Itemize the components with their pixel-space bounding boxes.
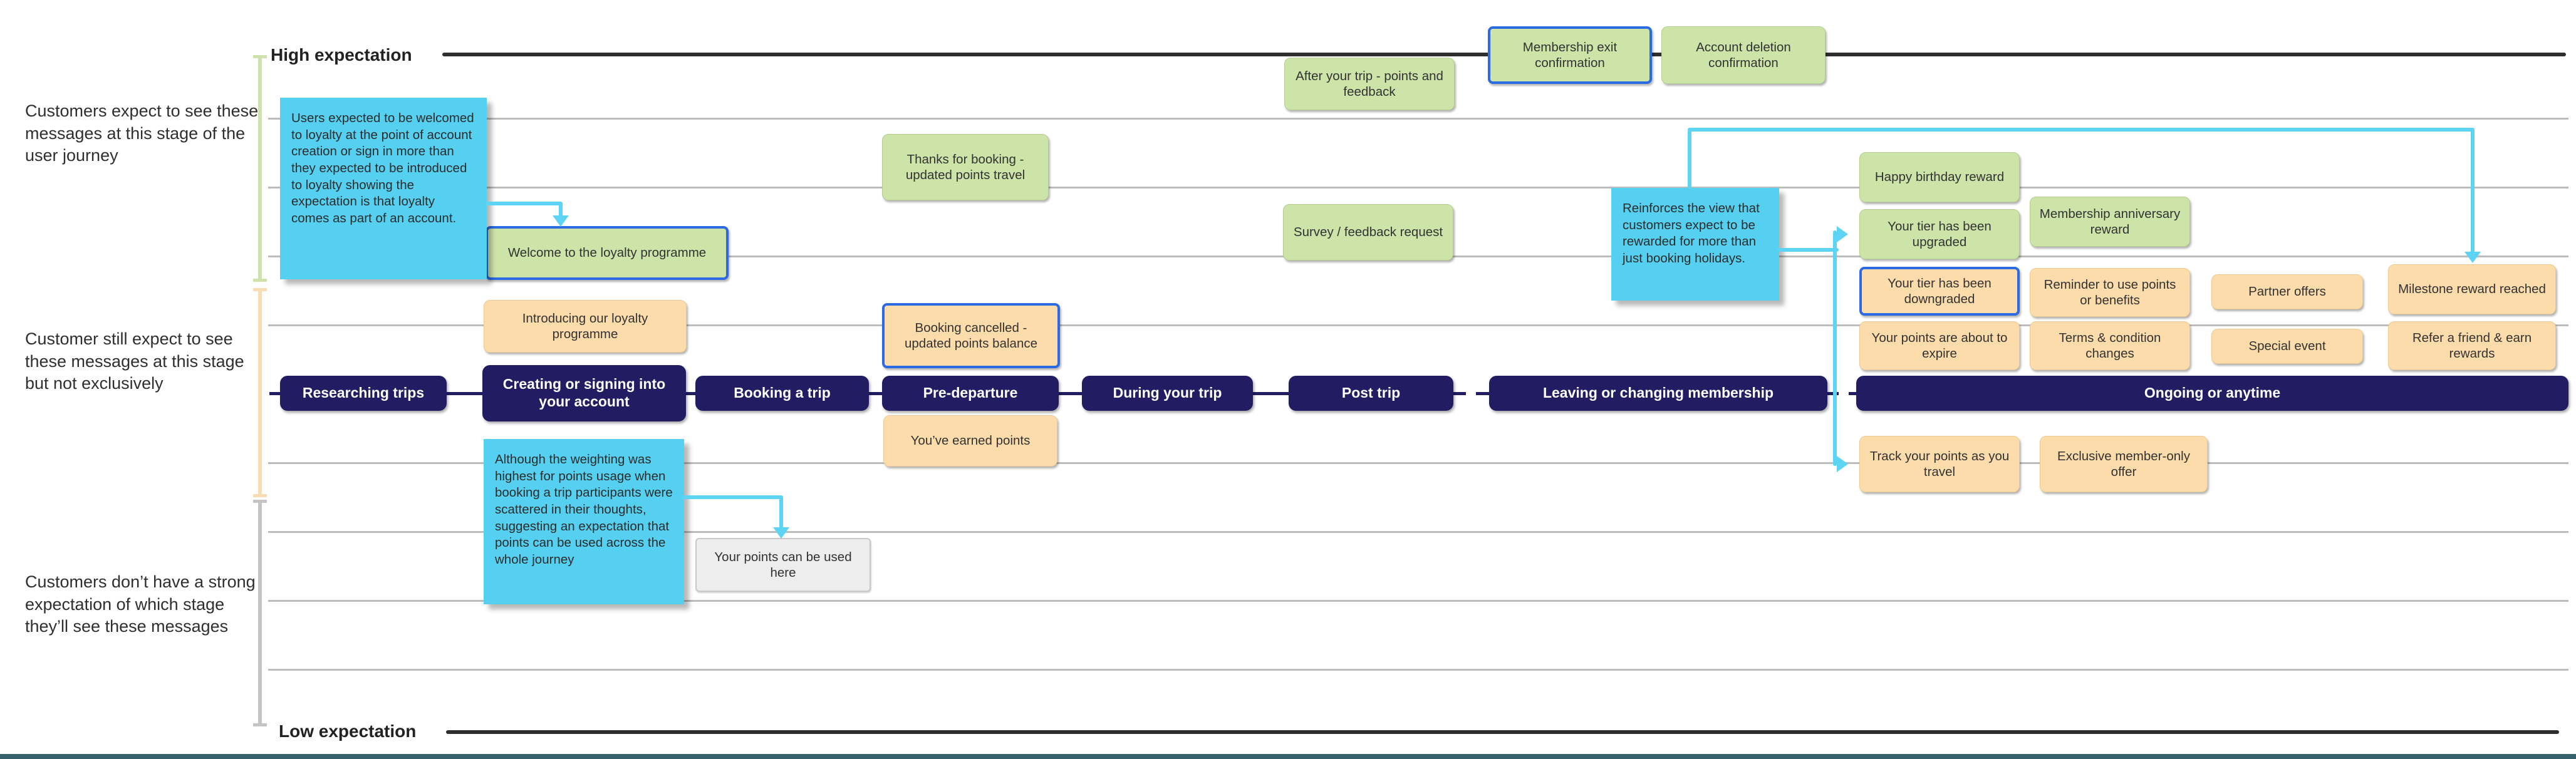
card-happy-birthday-reward: Happy birthday reward: [1859, 152, 2020, 202]
note-rewarded-expectation: Reinforces the view that customers expec…: [1611, 188, 1779, 301]
card-account-deletion-confirmation: Account deletion confirmation: [1661, 26, 1826, 84]
stage-during-trip: During your trip: [1082, 376, 1253, 411]
connector-note1: [559, 202, 563, 218]
card-tier-downgraded: Your tier has been downgraded: [1859, 267, 2020, 316]
connector-note3: [779, 495, 783, 530]
stage-creating-account: Creating or signing into your account: [482, 365, 686, 421]
connector-note2-milestone: [1688, 130, 1691, 189]
band2-description: Customer still expect to see these messa…: [25, 329, 244, 393]
connector-note1-arrowhead: [553, 215, 569, 227]
connector-note3: [682, 495, 783, 499]
card-exclusive-member-offer: Exclusive member-only offer: [2040, 436, 2208, 492]
band3-bracket: [258, 501, 262, 725]
card-track-your-points: Track your points as you travel: [1859, 436, 2020, 492]
stage-leaving-membership: Leaving or changing membership: [1489, 376, 1827, 411]
band2-bracket: [258, 289, 262, 496]
stage-ongoing-anytime: Ongoing or anytime: [1856, 376, 2568, 411]
card-terms-condition-changes: Terms & condition changes: [2030, 321, 2190, 370]
connector-note2-milestone: [1688, 128, 2475, 132]
note-points-usage: Although the weighting was highest for p…: [484, 439, 684, 604]
card-booking-cancelled: Booking cancelled - updated points balan…: [882, 303, 1060, 368]
high-expectation-label: High expectation: [271, 45, 412, 65]
stage-pre-departure: Pre-departure: [882, 376, 1059, 411]
card-after-your-trip: After your trip - points and feedback: [1284, 58, 1455, 110]
card-thanks-for-booking: Thanks for booking - updated points trav…: [882, 134, 1049, 200]
gridline: [268, 669, 2568, 671]
card-milestone-reward-reached: Milestone reward reached: [2388, 264, 2556, 314]
card-reminder-use-points: Reminder to use points or benefits: [2030, 268, 2190, 317]
card-youve-earned-points: You’ve earned points: [883, 415, 1057, 467]
connector-note2-branch: [1778, 248, 1839, 252]
gridline: [268, 118, 2568, 120]
band2-bracket-cap-bottom: [253, 494, 267, 497]
card-points-can-be-used-here: Your points can be used here: [695, 538, 871, 592]
card-special-event: Special event: [2211, 329, 2363, 364]
connector-note1: [486, 202, 563, 205]
card-refer-a-friend: Refer a friend & earn rewards: [2388, 321, 2556, 370]
connector-note3-arrowhead: [773, 527, 789, 539]
band1-bracket-cap-top: [253, 55, 267, 58]
card-introducing-loyalty-programme: Introducing our loyalty programme: [484, 300, 687, 353]
card-survey-feedback-request: Survey / feedback request: [1283, 204, 1453, 261]
connector-note2-tier-arrowhead: [1837, 226, 1848, 242]
gridline: [268, 462, 2568, 464]
gridline: [268, 324, 2568, 326]
connector-note2-track-arrowhead: [1837, 456, 1848, 472]
card-partner-offers: Partner offers: [2211, 274, 2363, 309]
card-tier-upgraded: Your tier has been upgraded: [1859, 209, 2020, 259]
timeline-line-dashed: [1825, 392, 1859, 395]
band3-bracket-cap-bottom: [253, 723, 267, 726]
note-welcome-expectation: Users expected to be welcomed to loyalty…: [280, 98, 487, 279]
stage-post-trip: Post trip: [1289, 376, 1453, 411]
band1-bracket: [258, 56, 262, 281]
band1-description: Customers expect to see these messages a…: [25, 101, 259, 165]
gridline: [268, 600, 2568, 602]
stage-booking-trip: Booking a trip: [695, 376, 869, 411]
card-membership-exit-confirmation: Membership exit confirmation: [1488, 26, 1652, 84]
card-points-about-to-expire: Your points are about to expire: [1859, 321, 2020, 370]
card-membership-anniversary-reward: Membership anniversary reward: [2030, 197, 2190, 247]
stage-researching-trips: Researching trips: [280, 376, 447, 411]
band3-description: Customers don’t have a strong expectatio…: [25, 572, 256, 636]
band3-bracket-cap-top: [253, 500, 267, 503]
timeline-line-dashed: [1452, 392, 1491, 395]
slide-bottom-edge: [0, 754, 2576, 759]
gridline: [268, 531, 2568, 533]
gridline: [268, 187, 2568, 188]
connector-note2-branch: [1833, 230, 1837, 466]
connector-note2-milestone-arrowhead: [2464, 252, 2481, 263]
low-expectation-line: [446, 730, 2559, 734]
band2-bracket-cap-top: [253, 288, 267, 291]
connector-note2-milestone: [2471, 128, 2475, 254]
card-welcome-loyalty-programme: Welcome to the loyalty programme: [486, 226, 729, 280]
low-expectation-label: Low expectation: [279, 721, 417, 741]
band1-bracket-cap-bottom: [253, 279, 267, 282]
